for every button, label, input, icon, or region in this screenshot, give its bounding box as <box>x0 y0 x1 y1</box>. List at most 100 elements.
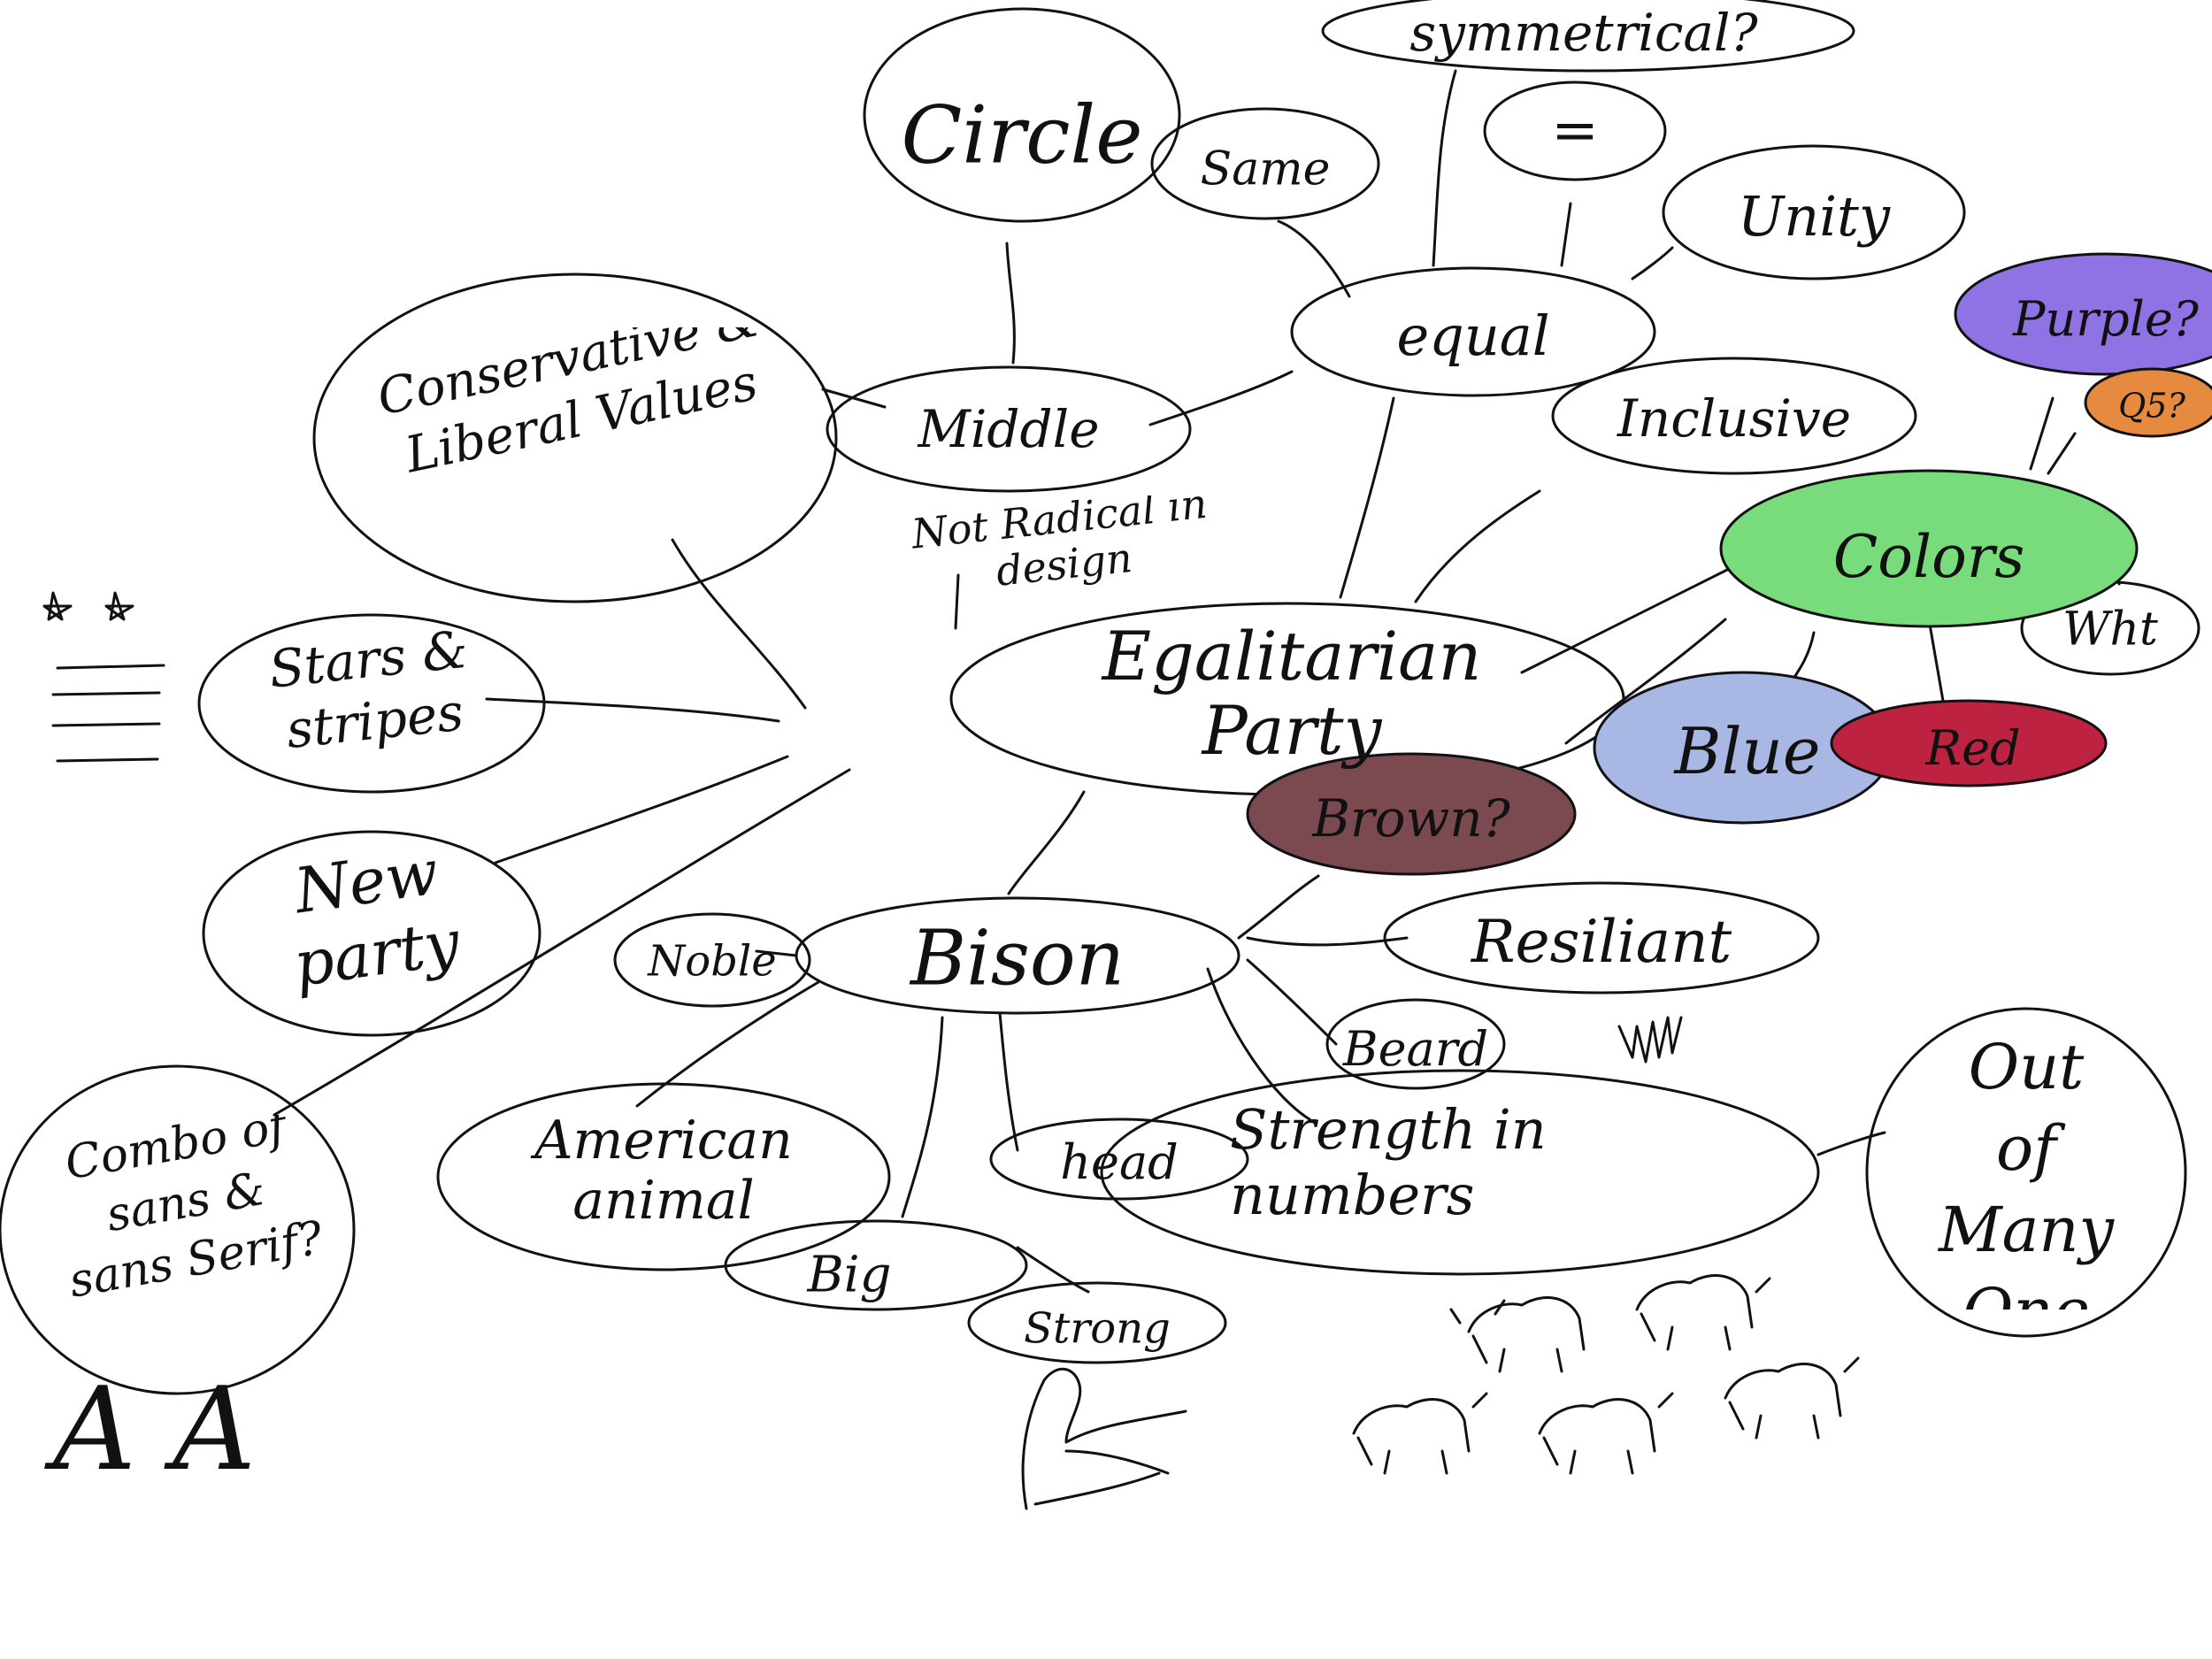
stripe-line <box>51 691 161 696</box>
bubbles <box>0 0 2200 1395</box>
connector-big-strong <box>1016 1246 1090 1294</box>
flag-doodle <box>42 591 165 763</box>
node-brown-label: Brown? <box>1311 788 1510 849</box>
connector-center-middle <box>954 573 960 630</box>
node-combo-label-box: Combo of sans & sans Serif? <box>61 1115 327 1309</box>
node-conservative-label-box: Conservative & Liberal Values <box>373 327 765 485</box>
node-unity-label: Unity <box>1738 184 1891 249</box>
node-american-label: American animal <box>534 1110 793 1232</box>
node-stars-label: Stars & stripes <box>265 628 471 761</box>
node-notradical-label-box: Not Radical in design <box>909 495 1210 595</box>
connector-center-bison <box>1007 790 1086 895</box>
connector-bison-resilient <box>1246 936 1409 947</box>
node-newparty-label: New party <box>289 845 465 1002</box>
node-red-bubble <box>1830 699 2108 787</box>
node-outofmany-label-box: Out of Many One <box>1938 1031 2115 1310</box>
node-big-bubble <box>724 1219 1028 1311</box>
node-brown-bubble <box>1246 752 1577 876</box>
node-bison-label: Bison <box>909 915 1125 1003</box>
node-combo-label: Combo of sans & sans Serif? <box>61 1115 327 1309</box>
node-inclusive-bubble <box>1551 357 1917 475</box>
node-american-bubble <box>436 1082 891 1271</box>
node-orange-bubble <box>2084 367 2212 438</box>
node-colors-label: Colors <box>1833 523 2025 591</box>
node-newparty-bubble <box>202 830 541 1037</box>
color-bubbles <box>1246 252 2212 876</box>
connector-center-colors <box>1520 565 1736 674</box>
connector-bison-head <box>998 1011 1019 1152</box>
node-middle-bubble <box>826 365 1192 493</box>
connector-center-combo <box>273 768 851 1117</box>
connector-bison-strength <box>1206 967 1311 1121</box>
node-head-bubble <box>989 1118 1249 1201</box>
connector-equal-equals <box>1560 202 1572 267</box>
labels: Circle symmetrical? Same = Unity equal C… <box>44 3 2200 1496</box>
connector-equal-symmetrical <box>1432 69 1457 267</box>
stripe-line <box>56 757 159 763</box>
bison-icon <box>1538 1392 1674 1475</box>
node-notradical-label: Not Radical in design <box>909 495 1210 595</box>
connector-bison-beard <box>1246 958 1338 1046</box>
node-conservative-bubble <box>312 273 838 603</box>
node-equals-bubble <box>1483 81 1667 181</box>
node-circle-bubble <box>863 7 1181 223</box>
connector-bison-big <box>901 1016 944 1218</box>
node-beard-bubble <box>1325 998 1506 1090</box>
bison-icon <box>1724 1356 1860 1440</box>
node-same-label: Same <box>1201 143 1331 196</box>
node-purple-bubble <box>1954 252 2212 376</box>
connector-bison-brown <box>1237 874 1320 940</box>
node-colors-bubble <box>1719 469 2139 628</box>
node-unity-bubble <box>1662 144 1966 280</box>
node-symmetrical-label: symmetrical? <box>1409 3 1758 63</box>
node-head-label: head <box>1060 1134 1179 1190</box>
connector-bison-american <box>635 980 820 1108</box>
connector-colors-orange <box>2047 432 2077 475</box>
node-inclusive-label: Inclusive <box>1617 388 1851 449</box>
node-orange-label: Q5? <box>2118 387 2185 426</box>
node-center-label: Egalitarian Party <box>1102 619 1482 770</box>
node-outofmany-bubble <box>1865 1007 2187 1338</box>
connector-bison-noble <box>755 949 798 957</box>
node-conservative-label: Conservative & Liberal Values <box>373 327 765 485</box>
node-noble-bubble <box>613 912 811 1008</box>
node-equals-label: = <box>1551 98 1599 164</box>
node-resilient-label: Resiliant <box>1471 908 1732 976</box>
node-outofmany-label: Out of Many One <box>1938 1031 2115 1310</box>
bison-herd-doodle <box>1352 1274 1860 1475</box>
node-purple-label: Purple? <box>2012 291 2200 347</box>
connector-center-stars <box>485 697 780 723</box>
connector-colors-brown <box>1564 618 1727 745</box>
node-stars-bubble <box>197 613 546 794</box>
node-big-label: Big <box>807 1247 892 1304</box>
node-strength-label-box: Strength in numbers <box>1230 1097 1547 1227</box>
beard-icon <box>1617 1016 1683 1064</box>
node-stars-label-box: Stars & stripes <box>265 628 471 761</box>
stripe-line <box>56 664 165 670</box>
connector-strength-outofmany <box>1816 1131 1886 1156</box>
node-noble-label: Noble <box>647 937 776 987</box>
node-combo-bubble <box>0 1064 356 1395</box>
node-strong-label: Strong <box>1024 1304 1171 1354</box>
node-same-bubble <box>1150 107 1380 220</box>
node-red-label: Red <box>1924 720 2020 776</box>
node-bison-bubble <box>795 896 1240 1015</box>
bison-icon <box>1352 1392 1488 1475</box>
node-strength-bubble <box>1100 1069 1820 1276</box>
node-equal-bubble <box>1290 266 1656 397</box>
node-wht-label: Wht <box>2062 603 2158 657</box>
node-beard-label: Beard <box>1342 1021 1488 1077</box>
star-icon <box>104 591 134 621</box>
node-resilient-bubble <box>1383 881 1820 995</box>
node-middle-label: Middle <box>917 399 1099 459</box>
node-blue-label: Blue <box>1673 714 1821 788</box>
font-sample-label: A A <box>44 1362 256 1496</box>
connector-middle-equal <box>1148 370 1294 426</box>
node-equal-label: equal <box>1396 303 1549 368</box>
node-newparty-label-box: New party <box>289 845 465 1002</box>
node-symmetrical-bubble <box>1321 0 1855 73</box>
star-icon <box>42 591 73 621</box>
stripe-line <box>51 722 161 727</box>
node-circle-label: Circle <box>901 88 1142 181</box>
